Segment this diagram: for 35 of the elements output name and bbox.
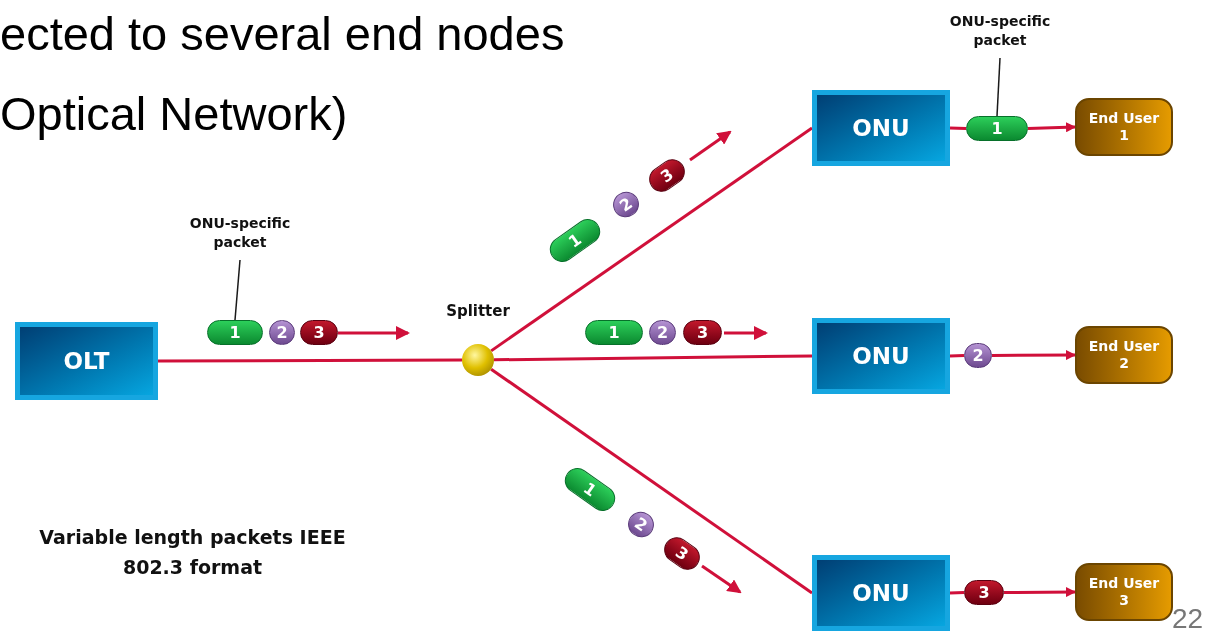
fiber-link	[992, 350, 1076, 361]
packet-pill: 1	[585, 320, 643, 345]
annotation-text: ONU-specific packet	[930, 12, 1070, 58]
splitter-label: Splitter	[445, 301, 511, 322]
packet-pill: 3	[964, 580, 1004, 605]
packet-pill: 3	[683, 320, 722, 345]
network-unit-box: ONU	[812, 90, 950, 166]
end-user-box: End User 3	[1075, 563, 1173, 621]
packet-pill: 1	[966, 116, 1028, 141]
packet-pill: 3	[300, 320, 338, 345]
leader-line	[996, 57, 1001, 117]
network-unit-box: ONU	[812, 318, 950, 394]
fiber-link	[949, 354, 965, 358]
fiber-link	[494, 354, 812, 362]
annotation-text: ONU-specific packet	[170, 214, 310, 260]
fiber-link	[490, 367, 813, 595]
end-user-box: End User 1	[1075, 98, 1173, 156]
fiber-link	[158, 358, 462, 363]
leader-line	[234, 259, 241, 321]
format-note: Variable length packets IEEE 802.3 format	[38, 525, 347, 581]
network-unit-box: ONU	[812, 555, 950, 631]
packet-pill: 2	[649, 320, 676, 345]
slide-text: Optical Network)	[0, 86, 349, 142]
slide-text: ected to several end nodes	[0, 6, 566, 62]
packet-pill: 2	[269, 320, 295, 345]
fiber-link	[949, 126, 967, 130]
fiber-link	[1004, 587, 1076, 598]
end-user-box: End User 2	[1075, 326, 1173, 384]
page-number: 22	[1172, 602, 1205, 636]
fiber-link	[1027, 122, 1076, 133]
fiber-link	[490, 126, 813, 353]
packet-pill: 2	[964, 343, 992, 368]
packet-pill: 1	[207, 320, 263, 345]
network-unit-box: OLT	[15, 322, 158, 400]
fiber-link	[949, 591, 965, 595]
